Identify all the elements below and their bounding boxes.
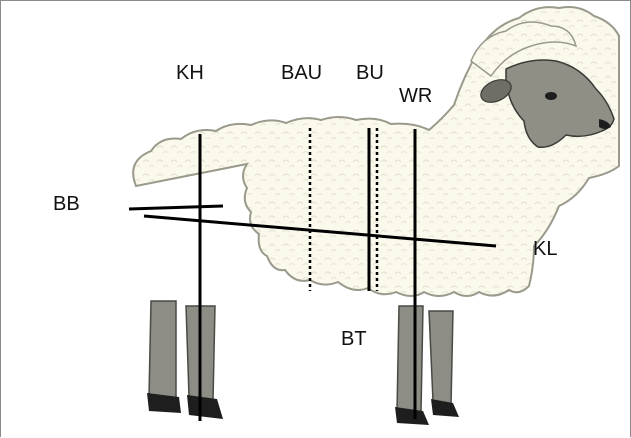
label-kh: KH: [176, 63, 204, 83]
label-bau: BAU: [281, 63, 322, 83]
front-leg-rear: [397, 306, 423, 413]
label-wr: WR: [399, 86, 432, 106]
label-bt: BT: [341, 329, 367, 349]
front-leg-front: [429, 311, 453, 406]
bb-line: [129, 206, 223, 209]
back-leg-rear: [149, 301, 176, 399]
label-bb: BB: [53, 194, 80, 214]
label-bu: BU: [356, 63, 384, 83]
label-kl: KL: [533, 239, 557, 259]
sheep-eye: [545, 92, 557, 100]
